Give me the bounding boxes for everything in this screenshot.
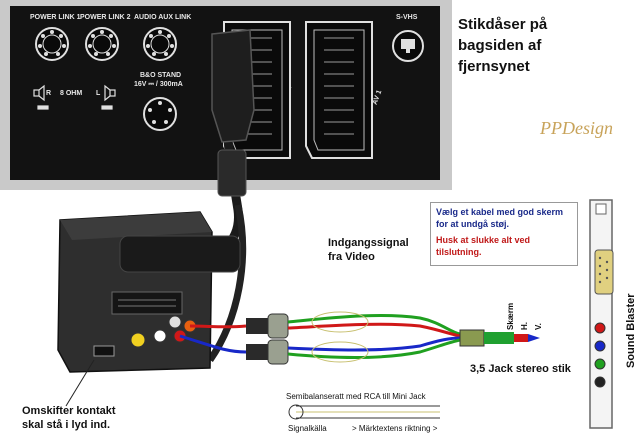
card-jack-black: [594, 376, 606, 388]
title-line-2: bagsiden af: [458, 37, 542, 54]
scart-plug-strain-relief: [217, 149, 247, 197]
switch-label: Omskifter kontakt skal stå i lyd ind.: [22, 404, 116, 432]
adapter-scart-socket: [111, 291, 183, 315]
page-title: Stikdåser på bagsiden af fjernsynet: [458, 14, 638, 77]
marking-direction-label: > Märktextens riktning >: [352, 424, 438, 433]
input-signal-line-2: fra Video: [328, 251, 375, 263]
bo-stand-spec: 16V ⎓ / 300mA: [134, 81, 183, 88]
scart-socket-av1: [305, 21, 373, 159]
speaker-icon-l: [101, 84, 116, 110]
red-wire-top: [287, 322, 461, 338]
audio-aux-link-label: AUDIO AUX LINK: [134, 14, 192, 21]
warning-note-box: Vælg et kabel med god skerm for at undgå…: [430, 202, 578, 266]
title-line-3: fjernsynet: [458, 58, 530, 75]
din-socket-power-link-1: [35, 27, 69, 61]
switch-line-2: skal stå i lyd ind.: [22, 419, 111, 431]
din-socket-bo-stand: [143, 97, 177, 131]
blue-wire-bottom: [287, 336, 461, 352]
signal-source-icon: [288, 404, 304, 420]
rca-socket-yellow: [130, 332, 146, 348]
speaker-icon-r: [33, 84, 49, 110]
shield-outline-top: [311, 311, 369, 333]
scart-plug: [211, 29, 255, 143]
card-jack-green: [594, 358, 606, 370]
speaker-r-label: R: [46, 90, 52, 97]
scart-plug-on-adapter: [119, 235, 241, 273]
semibalanced-cable-drawing: [288, 404, 440, 420]
jack-skaerm-label: Skærm: [506, 302, 515, 330]
svhs-socket: [392, 30, 424, 62]
din-socket-audio-aux: [143, 27, 177, 61]
red-wire: [189, 324, 247, 329]
rca-socket-white: [168, 315, 182, 329]
power-link-2-label: POWER LINK 2: [80, 14, 131, 21]
card-jack-blue: [594, 340, 606, 352]
switch-leader-line: [65, 359, 95, 407]
card-jack-red: [594, 322, 606, 334]
input-signal-line-1: Indgangssignal: [328, 237, 409, 249]
power-link-1-label: POWER LINK 1: [30, 14, 81, 21]
sound-blaster-card: [589, 199, 614, 429]
ppdesign-logo: PPDesign: [540, 118, 613, 138]
rca-plug-top: [246, 313, 289, 339]
note-power-off-warning: Husk at slukke alt ved tilslutning.: [436, 235, 531, 257]
adapter-switch: [93, 345, 115, 357]
shield-outline-bottom: [311, 341, 369, 363]
scart-adapter-box: [57, 211, 241, 373]
bo-stand-label: B&O STAND: [140, 72, 182, 79]
rca-plug-bottom: [246, 339, 289, 365]
din-socket-power-link-2: [85, 27, 119, 61]
note-cable-advice: Vælg et kabel med god skerm for at undgå…: [436, 207, 564, 229]
signal-source-label: Signalkälla: [288, 424, 327, 433]
blue-wire: [179, 334, 247, 354]
scart-cable-lower: [207, 204, 247, 363]
jack-plug: [459, 329, 540, 347]
jack-h-label: H.: [520, 322, 529, 330]
sound-blaster-label: Sound Blaster: [625, 293, 637, 368]
semibalanced-label: Semibalanseratt med RCA till Mini Jack: [286, 392, 426, 401]
speaker-l-label: L: [96, 90, 101, 97]
input-signal-label: Indgangssignal fra Video: [328, 236, 409, 264]
green-wire-bottom: [287, 338, 461, 359]
green-wire-top: [287, 313, 461, 336]
jack-v-label: V.: [534, 323, 543, 330]
svhs-label: S-VHS: [396, 14, 418, 21]
ohm-label: 8 OHM: [60, 90, 83, 97]
switch-line-1: Omskifter kontakt: [22, 405, 116, 417]
title-line-1: Stikdåser på: [458, 16, 548, 33]
rca-socket-white-2: [153, 329, 167, 343]
game-port: [594, 249, 614, 295]
jack-label: 3,5 Jack stereo stik: [470, 363, 571, 375]
